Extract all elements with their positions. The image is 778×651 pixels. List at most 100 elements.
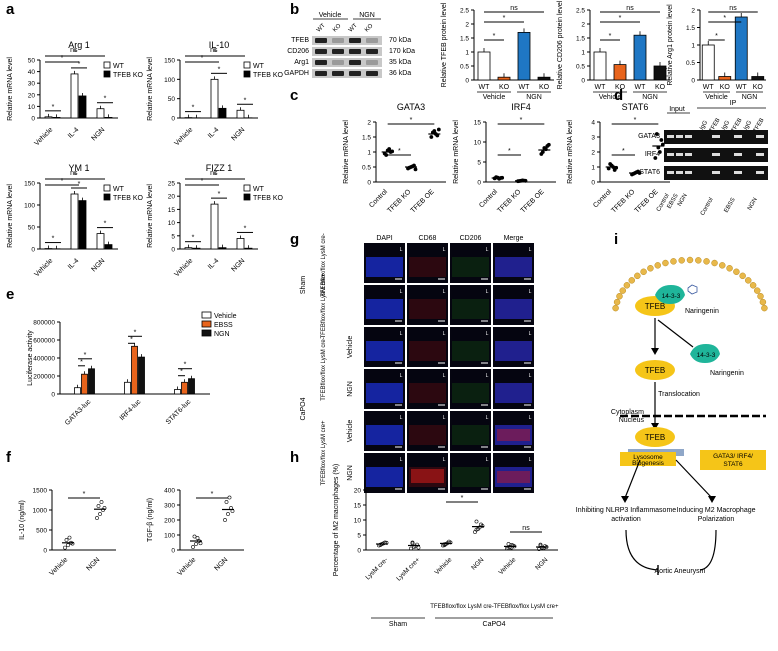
- y-axis-label: Relative TFEB protein level: [441, 2, 448, 87]
- blot-lane-label: WT: [316, 23, 327, 34]
- membrane-lipid: [686, 256, 694, 264]
- lumen-marker: L: [443, 457, 446, 463]
- legend-swatch: [201, 311, 212, 319]
- outcome-label: Inhibiting NLRP3 Inflammasome: [576, 507, 676, 514]
- column-header: DAPI: [376, 235, 392, 242]
- protein-label: 14-3-3: [697, 352, 716, 359]
- blot-band: [712, 153, 720, 156]
- bar: [218, 247, 227, 250]
- y-tick-label: 50: [168, 96, 176, 103]
- sig-label: *: [83, 491, 86, 498]
- tissue-signal: [452, 341, 489, 361]
- blot-band: [332, 71, 344, 76]
- x-tick-label: Vehicle: [173, 257, 194, 278]
- y-tick-label: 1: [691, 43, 695, 50]
- legend-label: WT: [253, 63, 265, 70]
- data-point: [64, 538, 69, 542]
- y-axis-label: Relative mRNA level: [343, 120, 350, 184]
- sig-label: ns: [729, 5, 737, 12]
- y-tick-label: 2: [581, 22, 585, 29]
- blot-lane-label: KO: [364, 23, 375, 34]
- bar: [244, 247, 253, 250]
- tissue-signal: [495, 299, 532, 319]
- bar: [718, 76, 732, 81]
- box-tfs: [700, 450, 766, 470]
- data-point: [477, 525, 482, 530]
- sig-label: ns: [626, 5, 634, 12]
- group-label: Sham: [300, 276, 307, 294]
- y-tick-label: 10: [168, 220, 176, 227]
- x-tick-label: NGN: [90, 126, 106, 142]
- y-tick-label: 150: [164, 58, 175, 65]
- blot-header: IP: [730, 100, 737, 107]
- membrane-lipid: [647, 265, 654, 272]
- legend-label: WT: [253, 186, 265, 193]
- data-point: [66, 543, 70, 548]
- sig-label: ns: [510, 5, 518, 12]
- sig-label: *: [192, 235, 195, 242]
- y-tick-label: 100: [164, 533, 175, 540]
- membrane-lipid: [744, 277, 752, 284]
- legend-swatch: [243, 184, 251, 192]
- y-tick-label: 0: [171, 116, 175, 123]
- x-tick-label: IL-4: [67, 257, 81, 271]
- sig-label: *: [214, 172, 217, 179]
- drug-label: Naringenin: [710, 370, 744, 377]
- sig-label: *: [634, 117, 637, 124]
- bar: [236, 109, 245, 119]
- blot-band: [366, 49, 378, 54]
- x-tick-label: KO: [655, 84, 666, 91]
- y-tick-label: 400000: [33, 356, 55, 363]
- lumen-marker: L: [443, 289, 446, 295]
- blot-lane-label: WT: [348, 23, 359, 34]
- blot-lane-label: IgG: [699, 120, 709, 132]
- lumen-marker: L: [400, 289, 403, 295]
- group-label: CaPO4: [483, 621, 506, 628]
- sig-label: *: [80, 359, 83, 366]
- legend-label: NGN: [214, 331, 230, 338]
- legend-label: TFEB KO: [113, 72, 144, 79]
- panel-letter-i: i: [614, 231, 619, 248]
- y-tick-label: 0: [691, 78, 695, 85]
- data-point: [608, 162, 613, 166]
- y-tick-label: 0: [581, 78, 585, 85]
- group-label: Vehicle: [705, 94, 728, 101]
- y-axis-label: Relative mRNA level: [147, 57, 154, 121]
- blot-band: [676, 153, 683, 156]
- tissue-signal: [409, 383, 446, 403]
- y-tick-label: 1.5: [576, 36, 585, 43]
- y-tick-label: 0: [367, 180, 371, 187]
- blot-col-header: Vehicle: [319, 12, 342, 19]
- x-tick-label: STAT6-luc: [165, 398, 193, 426]
- chart-title: IL-10: [209, 40, 230, 50]
- panel-letter-g: g: [290, 231, 300, 248]
- bar: [70, 73, 79, 119]
- data-point: [474, 519, 479, 524]
- chart-title: STAT6: [622, 102, 649, 112]
- blot-row-label: GAPDH: [284, 70, 309, 77]
- lumen-marker: L: [400, 247, 403, 253]
- membrane-lipid: [619, 287, 627, 294]
- y-tick-label: 2: [691, 8, 695, 15]
- data-point: [98, 512, 102, 516]
- y-axis-label: Relative mRNA level: [7, 184, 14, 248]
- y-axis-label: Relative mRNA level: [567, 120, 574, 184]
- column-header: Merge: [504, 235, 524, 242]
- tissue-signal: [495, 383, 532, 403]
- lumen-marker: L: [486, 457, 489, 463]
- y-tick-label: 20: [168, 194, 176, 201]
- panel-letter-d: d: [614, 87, 624, 104]
- lumen-marker: L: [400, 415, 403, 421]
- x-tick-label: NGN: [213, 556, 229, 572]
- blot-band: [349, 71, 361, 76]
- lumen-marker: L: [486, 331, 489, 337]
- bar: [633, 34, 647, 81]
- y-tick-label: 15: [168, 207, 176, 214]
- row-label: Vehicle: [347, 336, 354, 359]
- y-tick-label: 30: [28, 81, 36, 88]
- sig-label: *: [218, 191, 221, 198]
- y-tick-label: 200000: [33, 374, 55, 381]
- y-axis-label: Relative mRNA level: [453, 120, 460, 184]
- x-tick-label: LysM cre+: [395, 556, 421, 582]
